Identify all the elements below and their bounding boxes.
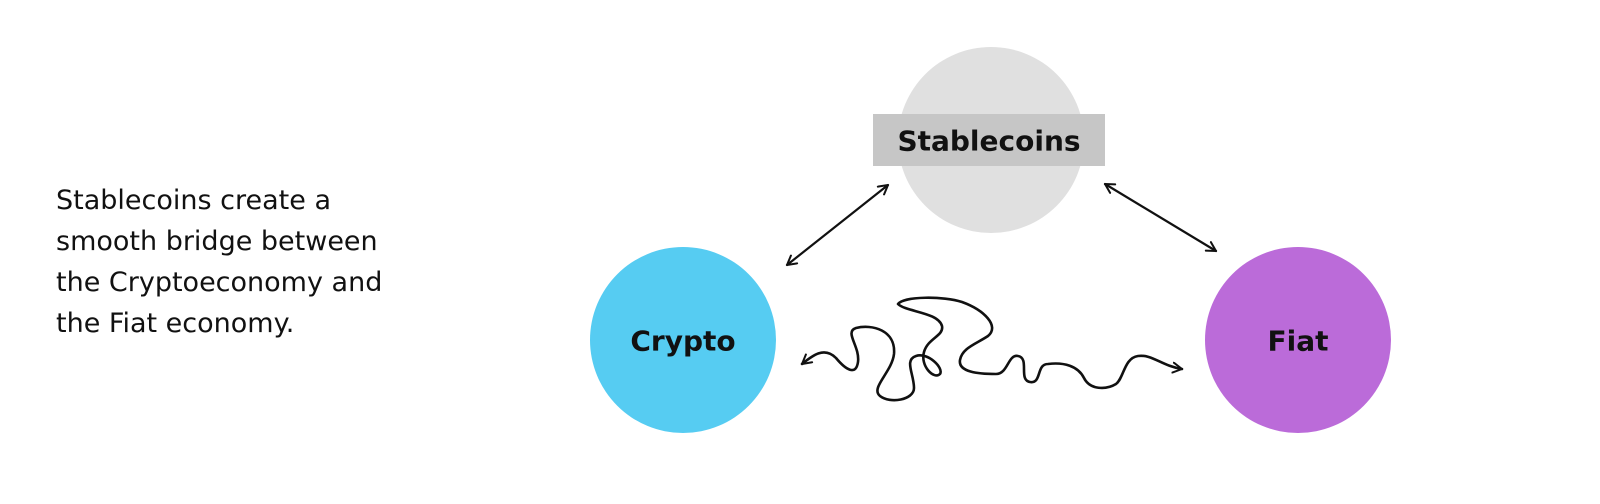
crypto-label: Crypto (630, 325, 735, 358)
crypto-circle (590, 247, 776, 433)
stablecoins-label: Stablecoins (897, 125, 1080, 158)
caption-line-1: Stablecoins create a (56, 185, 331, 216)
caption-text: Stablecoins create a smooth bridge betwe… (56, 180, 456, 344)
caption-line-4: the Fiat economy. (56, 308, 295, 339)
caption-line-3: the Cryptoeconomy and (56, 267, 383, 298)
fiat-label: Fiat (1267, 325, 1328, 358)
stablecoins-label-band (873, 114, 1105, 166)
stablecoins-fiat-arrow (1103, 182, 1218, 253)
stablecoins-node: Stablecoins (873, 47, 1105, 233)
crypto-stablecoins-arrow (785, 183, 890, 267)
fiat-node: Fiat (1205, 247, 1391, 433)
fiat-circle (1205, 247, 1391, 433)
caption-line-2: smooth bridge between (56, 226, 378, 257)
crypto-fiat-squiggle-arrow (800, 296, 1184, 402)
crypto-node: Crypto (590, 247, 776, 433)
